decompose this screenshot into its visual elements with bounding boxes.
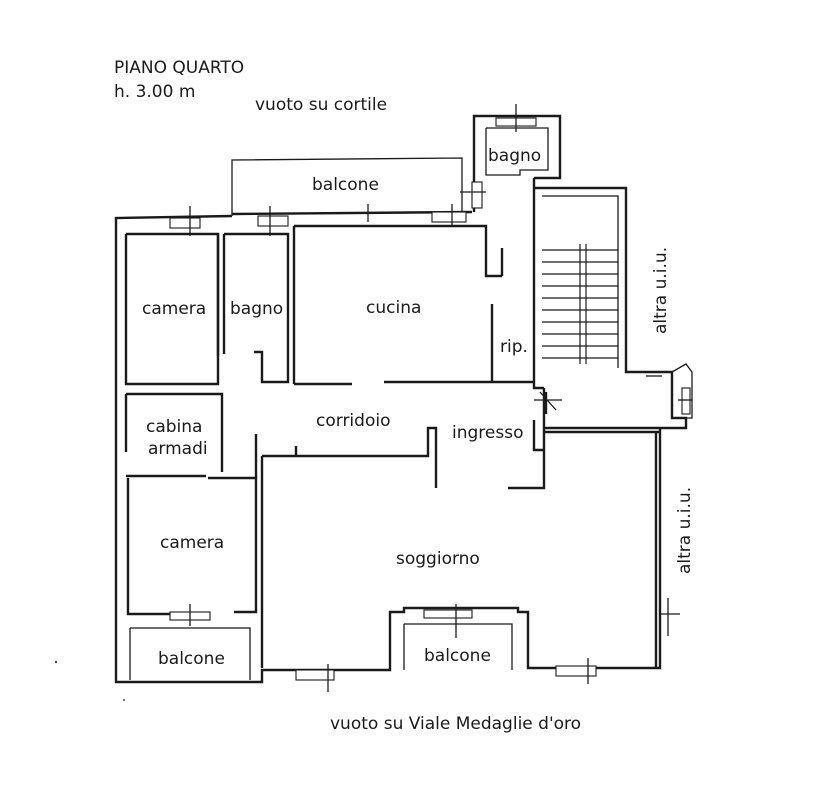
ingresso-walls (508, 388, 546, 490)
bagno-tower-inner (485, 127, 549, 176)
label-cucina: cucina (366, 298, 421, 318)
floor-height: h. 3.00 m (114, 82, 195, 102)
entrance-door-marker (534, 391, 562, 414)
label-rip: rip. (500, 337, 528, 357)
camera-top-walls (124, 232, 220, 386)
label-bagno-top: bagno (488, 146, 541, 166)
window-ticks (189, 104, 692, 692)
label-ingresso: ingresso (452, 423, 523, 443)
landing-step (671, 363, 693, 419)
cucina-walls (294, 224, 502, 278)
stair-well-left (532, 178, 544, 390)
stair-well-inner (542, 195, 619, 368)
label-cabina-line2: armadi (148, 439, 208, 459)
label-balcone-bc: balcone (424, 646, 491, 666)
floor-title: PIANO QUARTO (114, 58, 244, 78)
label-top-surroundings: vuoto su cortile (255, 95, 387, 115)
balcone-bl-outline (130, 627, 251, 680)
label-camera-top: camera (142, 299, 206, 319)
outer-wall (114, 214, 662, 684)
stair-well (534, 186, 688, 430)
label-bottom-surroundings: vuoto su Viale Medaglie d'oro (330, 714, 581, 734)
label-cabina-line1: cabina (146, 417, 202, 437)
walls (114, 114, 693, 684)
label-right-lower: altra u.i.u. (675, 487, 695, 574)
stairs (542, 244, 618, 364)
label-balcone-bl: balcone (158, 649, 225, 669)
label-soggiorno: soggiorno (396, 549, 480, 569)
label-right-upper: altra u.i.u. (651, 247, 671, 334)
soggiorno-top (262, 426, 438, 488)
label-camera-bottom: camera (160, 533, 224, 553)
windows (169, 117, 691, 681)
label-bagno-mid: bagno (230, 299, 283, 319)
label-balcone-top: balcone (312, 175, 379, 195)
balcone-bc-outline (404, 623, 513, 670)
top-balcony-outline (231, 157, 463, 216)
label-corridoio: corridoio (316, 411, 390, 431)
bagno-mid-walls (224, 232, 290, 384)
cabina-walls (126, 392, 224, 472)
bagno-tower (472, 114, 562, 212)
